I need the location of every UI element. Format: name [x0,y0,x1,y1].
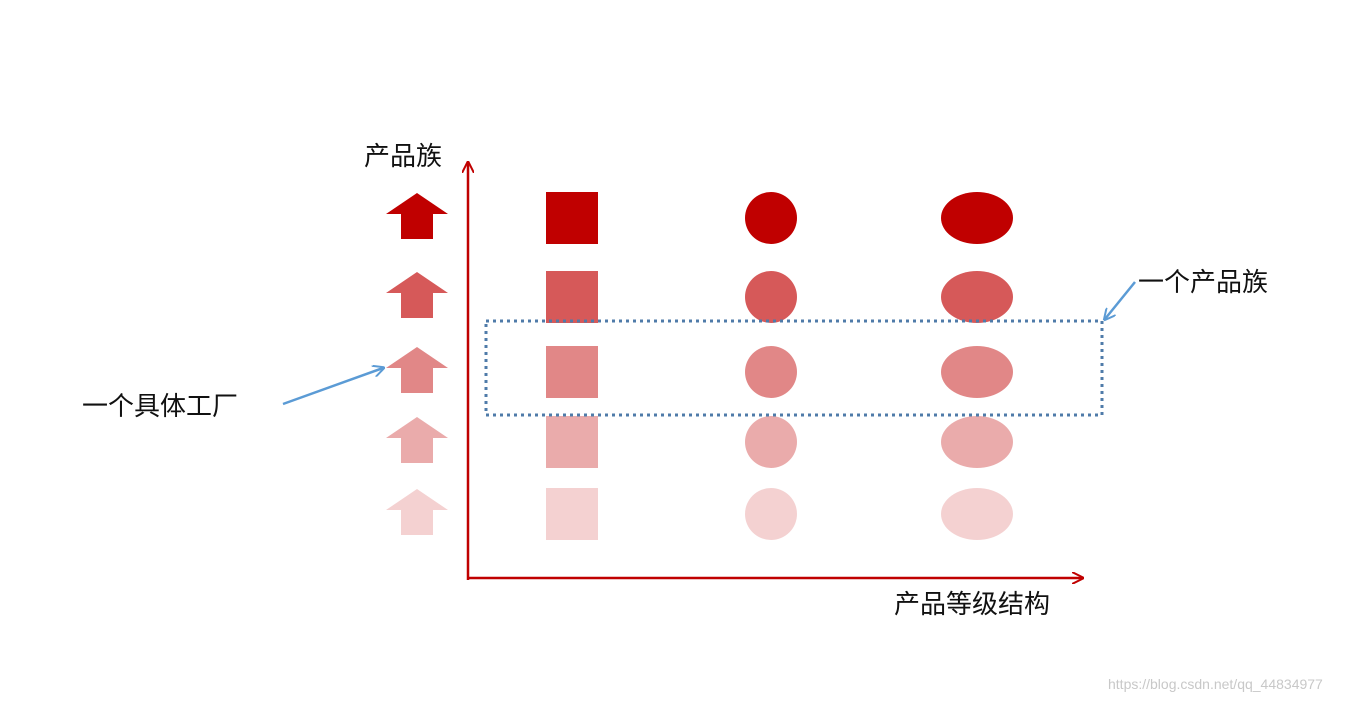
factory-callout-arrow [282,368,383,406]
product-square-row-5 [546,488,598,540]
factory-arrow-row-5 [386,489,448,535]
product-circle-row-4 [745,416,797,468]
factory-arrow-row-1 [386,193,448,239]
concrete-factory-label: 一个具体工厂 [82,392,239,422]
product-ellipse-row-2 [941,271,1013,323]
watermark-text: https://blog.csdn.net/qq_44834977 [1108,676,1323,692]
product-square-row-1 [546,192,598,244]
factory-arrow-row-3 [386,347,448,393]
product-circle-row-2 [745,271,797,323]
product-square-row-2 [546,271,598,323]
family-callout-arrow [1105,281,1136,319]
product-square-row-4 [546,416,598,468]
product-ellipse-row-4 [941,416,1013,468]
product-grid [386,192,1013,540]
product-circle-row-3 [745,346,797,398]
product-square-row-3 [546,346,598,398]
product-family-label: 一个产品族 [1138,268,1269,298]
product-ellipse-row-3 [941,346,1013,398]
factory-arrow-row-2 [386,272,448,318]
y-axis-label: 产品族 [364,142,443,172]
product-circle-row-5 [745,488,797,540]
product-circle-row-1 [745,192,797,244]
product-ellipse-row-1 [941,192,1013,244]
x-axis-label: 产品等级结构 [894,590,1051,620]
product-family-highlight-box [484,319,1104,417]
factory-arrow-row-4 [386,417,448,463]
product-ellipse-row-5 [941,488,1013,540]
